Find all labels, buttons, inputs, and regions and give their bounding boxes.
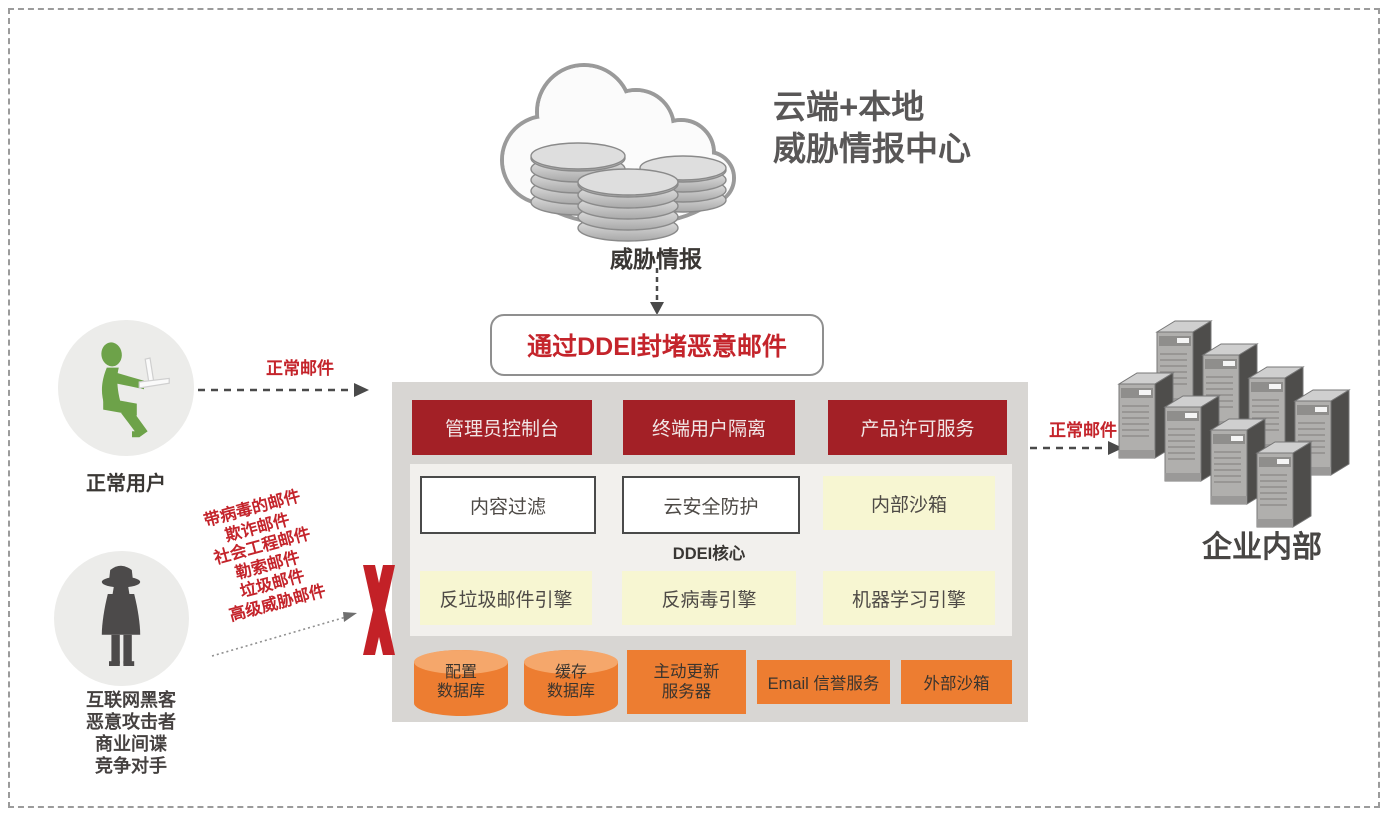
cloud-database-icon: [500, 63, 736, 242]
enterprise-label: 企业内部: [1202, 531, 1322, 564]
cache-db-label: 缓存 数据库: [524, 650, 618, 701]
cache-database-cylinder: 缓存 数据库: [524, 650, 618, 716]
internal-sandbox-box: 内部沙箱: [823, 476, 995, 530]
right-dashed-arrow-user: [198, 383, 369, 397]
threat-intel-caption: 威胁情报: [610, 246, 702, 272]
cloud-security-box: 云安全防护: [622, 476, 800, 534]
normal-user-icon: [58, 320, 194, 456]
config-database-cylinder: 配置 数据库: [414, 650, 508, 716]
admin-console-box: 管理员控制台: [412, 400, 592, 455]
server-rack-cluster-icon: [1118, 320, 1350, 528]
update-server-line2: 服务器: [661, 683, 712, 701]
config-db-line1: 配置: [444, 664, 477, 681]
cache-db-line1: 缓存: [554, 664, 587, 681]
ml-engine-box: 机器学习引擎: [823, 571, 995, 625]
dashed-border: [8, 8, 1380, 808]
block-x-icon: [363, 565, 395, 655]
external-sandbox-box: 外部沙箱: [901, 660, 1012, 704]
banner-label: 通过DDEI封堵恶意邮件: [527, 333, 787, 361]
cylinder-top-icon: [524, 650, 618, 674]
hacker-silhouette-icon: [101, 565, 141, 666]
seated-user-with-laptop-icon: [101, 342, 170, 438]
antivirus-engine-box: 反病毒引擎: [622, 571, 796, 625]
threat-intel-center-title: 云端+本地 威胁情报中心: [773, 86, 971, 170]
attacker-label-1: 互联网黑客: [86, 690, 176, 710]
email-reputation-box: Email 信誉服务: [757, 660, 890, 704]
down-dashed-arrow: [650, 268, 664, 315]
title-line-1: 云端+本地: [773, 88, 925, 125]
attacker-label-2: 恶意攻击者: [86, 712, 176, 732]
end-user-quarantine-box: 终端用户隔离: [623, 400, 795, 455]
title-line-2: 威胁情报中心: [773, 130, 971, 167]
normal-mail-label-left: 正常邮件: [266, 359, 334, 378]
ddei-core-label: DDEI核心: [672, 545, 746, 563]
cylinder-top-icon: [414, 650, 508, 674]
update-server-line1: 主动更新: [653, 663, 720, 681]
attacker-label-3: 商业间谍: [95, 734, 167, 754]
attacker-label-4: 竞争对手: [95, 756, 167, 776]
product-license-box: 产品许可服务: [828, 400, 1007, 455]
content-filter-box: 内容过滤: [420, 476, 596, 534]
dotted-arrow-attacker: [211, 612, 357, 657]
config-db-label: 配置 数据库: [414, 650, 508, 701]
normal-mail-label-right: 正常邮件: [1049, 421, 1117, 440]
antispam-engine-box: 反垃圾邮件引擎: [420, 571, 592, 625]
active-update-server-box: 主动更新 服务器: [627, 650, 746, 714]
hacker-icon: [54, 551, 189, 686]
normal-user-label: 正常用户: [86, 473, 166, 495]
config-db-line2: 数据库: [436, 683, 485, 700]
cache-db-line2: 数据库: [546, 683, 595, 700]
right-dashed-arrow-enterprise: [1030, 441, 1123, 455]
attacker-identity-labels: 互联网黑客 恶意攻击者 商业间谍 竞争对手: [47, 689, 215, 777]
ddei-block-banner: 通过DDEI封堵恶意邮件: [490, 314, 824, 376]
